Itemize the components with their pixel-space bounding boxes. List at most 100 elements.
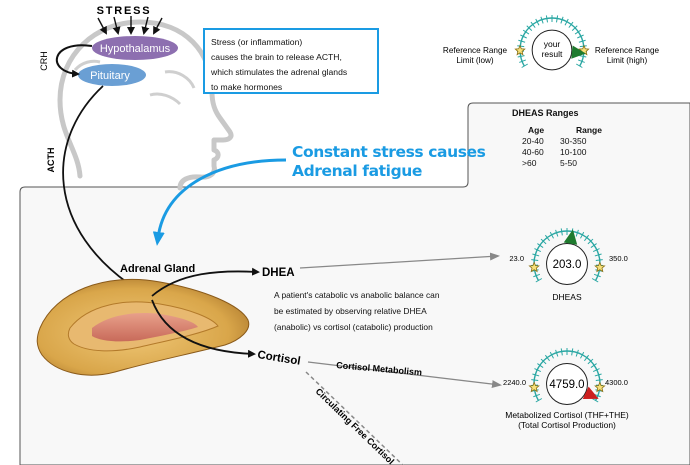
- dheas-gauge-tick: [575, 229, 579, 237]
- stress-callout: Stress (or inflammation) causes the brai…: [203, 28, 379, 94]
- adrenal-gland-label: Adrenal Gland: [120, 263, 195, 275]
- dheas-range-row: 40-60 10-100: [512, 147, 662, 158]
- range-cell: 30-350: [560, 136, 587, 146]
- brain-fold-2: [164, 70, 196, 89]
- cortisol-gauge-tick: [531, 379, 539, 382]
- dheas-gauge-tick: [590, 243, 597, 248]
- cortisol-gauge-tick: [590, 363, 597, 368]
- legend-gauge: [514, 15, 590, 71]
- header-age: Age: [528, 125, 545, 135]
- dheas-gauge-tick: [594, 253, 602, 257]
- legend-gauge-tick: [540, 16, 544, 24]
- age-cell: 20-40: [522, 136, 544, 146]
- dheas-gauge-tick: [592, 248, 600, 253]
- cortisol-gauge-tick: [584, 354, 590, 362]
- callout-line-4: to make hormones: [211, 82, 283, 92]
- legend-gauge-tick: [575, 63, 583, 68]
- dheas-gauge-tick: [533, 273, 541, 278]
- cortisol-gauge-tick: [595, 379, 603, 382]
- cortisol-gauge-low: 2240.0: [503, 378, 526, 387]
- dheas-gauge-pointer: [563, 229, 578, 245]
- legend-gauge-tick: [518, 39, 526, 43]
- callout-line-2: causes the brain to release ACTH,: [211, 52, 342, 62]
- dheas-gauge-tick: [555, 229, 559, 237]
- legend-gauge-tick: [520, 34, 527, 39]
- cortisol-gauge-caption2: (Total Cortisol Production): [518, 420, 616, 430]
- hypothalamus-shape: [92, 36, 178, 60]
- dheas-gauge-tick: [560, 228, 563, 236]
- legend-gauge-tick: [530, 21, 536, 28]
- crh-label: CRH: [39, 51, 49, 71]
- range-cell: 10-100: [560, 147, 587, 157]
- cortisol-to-gauge-arrow: [307, 361, 502, 389]
- cortisol-gauge-high: 4300.0: [605, 378, 628, 387]
- cortisol-gauge-low-star: [528, 381, 540, 393]
- legend-gauge-tick: [519, 59, 526, 63]
- cortisol-gauge-high-star: [594, 381, 606, 393]
- cortisol-gauge-tick: [591, 398, 599, 403]
- dheas-gauge-tick: [534, 248, 542, 253]
- dheas-range-row: 20-40 30-350: [512, 136, 662, 147]
- dheas-gauge-center: [546, 243, 588, 285]
- dhea-to-gauge-arrow: [299, 252, 500, 269]
- legend-center-line1: your: [544, 39, 561, 49]
- dheas-gauge-tick: [549, 231, 554, 239]
- cortisol-gauge-tick: [533, 393, 541, 398]
- hypothalamus-label: Hypothalamus: [100, 43, 171, 55]
- headline: Constant stress causes Adrenal fatigue: [292, 143, 486, 181]
- dheas-gauge-tick: [532, 253, 540, 257]
- legend-gauge-tick: [568, 21, 574, 28]
- legend-gauge-tick: [545, 15, 549, 23]
- dheas-gauge-high: 350.0: [609, 254, 628, 263]
- dheas-gauge-tick: [535, 278, 543, 283]
- cortisol-gauge-tick: [549, 351, 554, 359]
- headline-line-1: Constant stress causes: [292, 143, 486, 161]
- cortisol-gauge-tick: [544, 354, 550, 362]
- cortisol-gauge-value: 4759.0: [549, 379, 584, 391]
- dheas-gauge-tick: [595, 259, 603, 262]
- legend-high-line2: Limit (high): [607, 56, 648, 65]
- acth-label: ACTH: [46, 148, 56, 173]
- dheas-gauge-value: 203.0: [553, 259, 582, 271]
- cortisol-gauge-tick: [587, 358, 594, 365]
- stress-label: STRESS: [97, 5, 152, 17]
- dheas-gauge-tick: [584, 234, 590, 242]
- legend-gauge-tick: [577, 34, 584, 39]
- cortisol-gauge-tick: [537, 363, 544, 368]
- adrenal-panel: [19, 102, 690, 465]
- legend-gauge-tick: [526, 25, 533, 31]
- cortisol-gauge-tick: [580, 351, 585, 359]
- dheas-gauge-caption: DHEAS: [552, 292, 582, 302]
- dheas-gauge-tick: [540, 238, 547, 245]
- legend-gauge-tick: [555, 15, 559, 23]
- cortisol-gauge-pointer: [582, 386, 599, 400]
- legend-gauge-tick: [579, 45, 587, 48]
- legend-gauge-tick: [521, 63, 529, 68]
- brain-fold-3: [73, 59, 101, 72]
- crh-arrow: [55, 44, 93, 78]
- headline-line-2: Adrenal fatigue: [292, 162, 423, 180]
- legend-gauge-tick: [578, 59, 585, 63]
- dhea-arrow: [151, 267, 260, 297]
- cortisol-arrow: [151, 299, 256, 358]
- pituitary-shape: [78, 64, 146, 86]
- legend-high-line1: Reference Range: [595, 46, 660, 55]
- dheas-gauge-low-star: [528, 261, 540, 273]
- cortisol-gauge: [528, 348, 606, 405]
- dheas-gauge-tick: [593, 273, 601, 278]
- header-range: Range: [576, 125, 602, 135]
- legend-gauge-tick: [517, 55, 525, 58]
- balance-line-2: be estimated by observing relative DHEA: [274, 306, 427, 316]
- dheas-gauge-high-star: [594, 261, 606, 273]
- cortisol-gauge-tick: [575, 349, 579, 357]
- dheas-gauge-tick: [587, 238, 594, 245]
- dheas-gauge-tick: [544, 234, 550, 242]
- legend-low-line1: Reference Range: [443, 46, 508, 55]
- cortisol-gauge-tick: [594, 373, 602, 377]
- legend-low-line2: Limit (low): [456, 56, 494, 65]
- pituitary-label: Pituitary: [90, 70, 130, 82]
- dheas-ranges-header: Age Range: [512, 125, 662, 136]
- legend-gauge-tick: [564, 18, 569, 26]
- dheas-range-row: >60 5-50: [512, 158, 662, 169]
- balance-description: A patient's catabolic vs anabolic balanc…: [274, 287, 474, 335]
